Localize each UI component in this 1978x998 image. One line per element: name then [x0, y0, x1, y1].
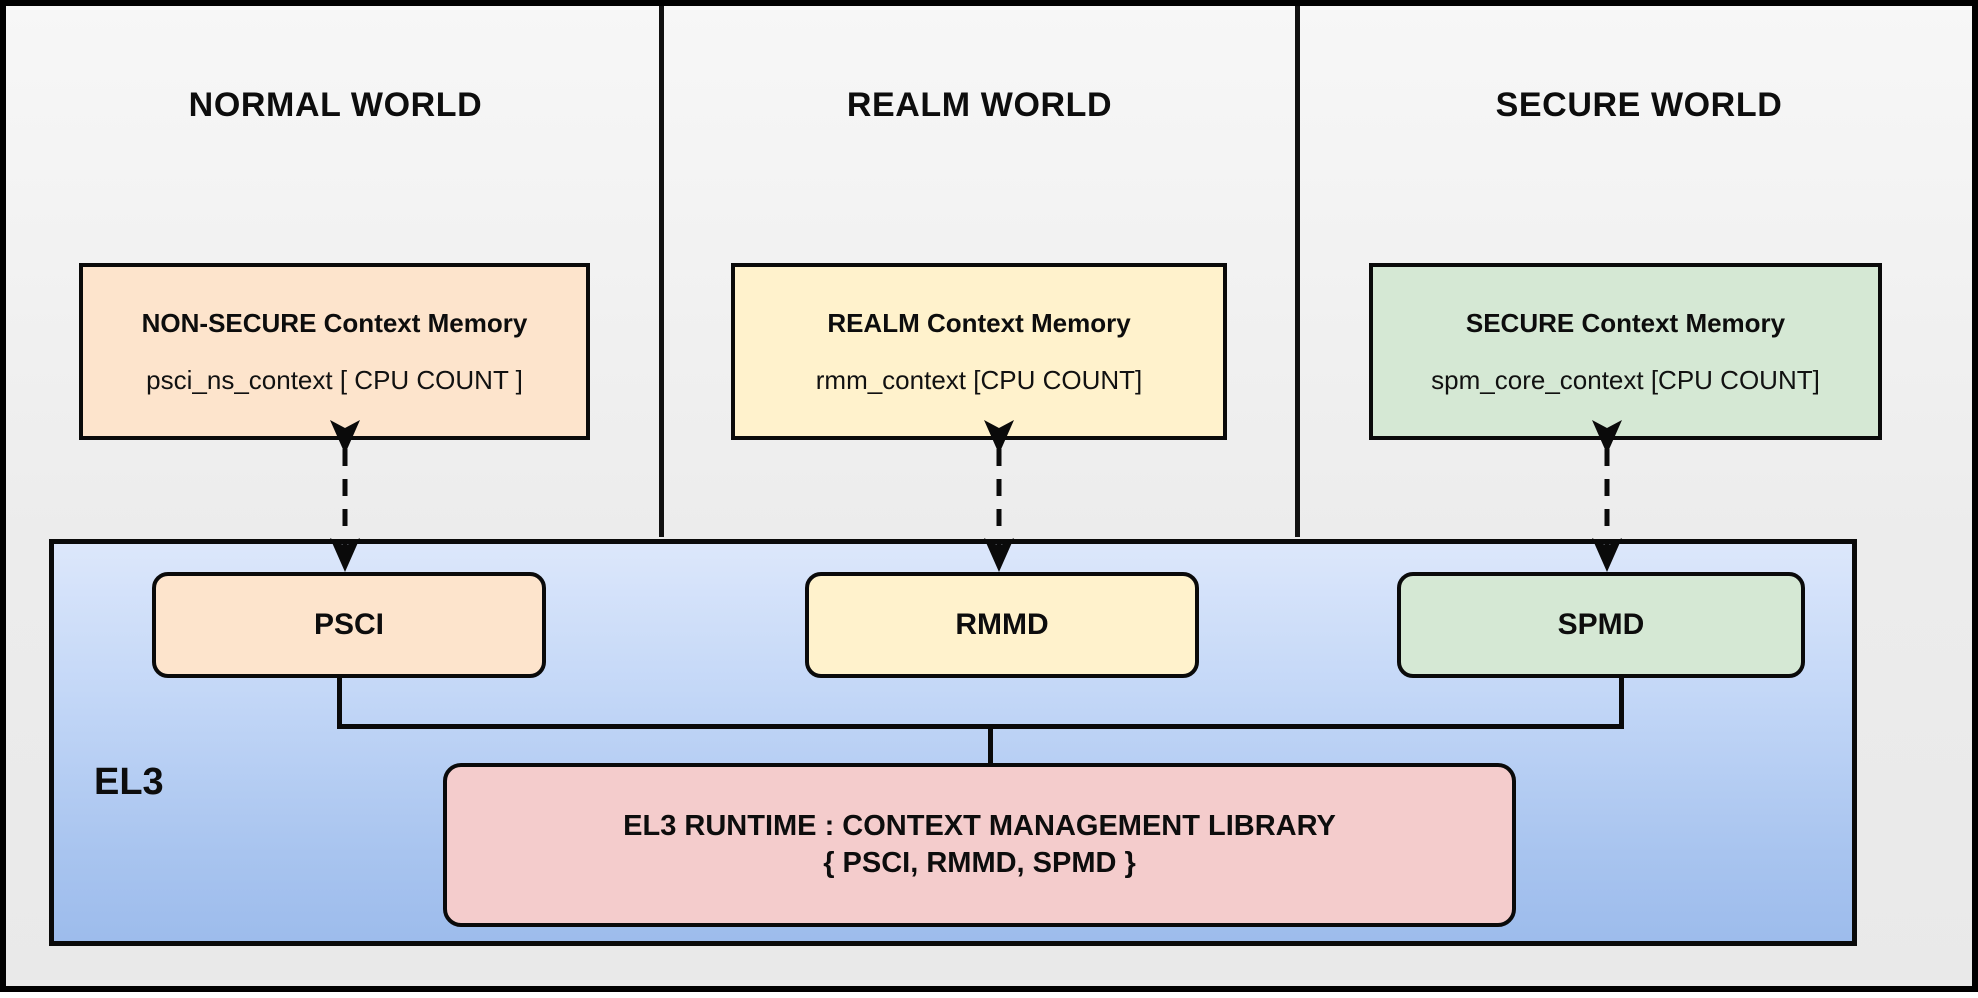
dispatcher-box-psci[interactable]: PSCI [152, 572, 546, 678]
runtime-library-box[interactable]: EL3 RUNTIME : CONTEXT MANAGEMENT LIBRARY… [443, 763, 1516, 927]
world-title-normal: NORMAL WORLD [188, 86, 483, 124]
context-memory-title-non-secure: NON-SECURE Context Memory [141, 307, 528, 338]
connector-horizontal-bus [337, 724, 1624, 729]
context-memory-title-secure: SECURE Context Memory [1465, 307, 1786, 338]
world-title-secure: SECURE WORLD [1495, 86, 1783, 124]
connector-runtime-drop [988, 724, 993, 768]
world-divider-normal-realm [659, 6, 664, 537]
context-memory-box-realm: REALM Context Memory rmm_context [CPU CO… [731, 263, 1227, 440]
context-memory-box-non-secure: NON-SECURE Context Memory psci_ns_contex… [79, 263, 590, 440]
dispatcher-box-rmmd[interactable]: RMMD [805, 572, 1199, 678]
dispatcher-box-spmd[interactable]: SPMD [1397, 572, 1805, 678]
runtime-library-line-1: EL3 RUNTIME : CONTEXT MANAGEMENT LIBRARY [623, 809, 1336, 842]
el3-label: EL3 [94, 761, 164, 803]
context-memory-subtitle-non-secure: psci_ns_context [ CPU COUNT ] [146, 364, 523, 395]
world-divider-realm-secure [1295, 6, 1300, 537]
context-memory-box-secure: SECURE Context Memory spm_core_context [… [1369, 263, 1882, 440]
connector-psci-stub [337, 676, 342, 728]
runtime-library-line-2: { PSCI, RMMD, SPMD } [823, 847, 1136, 879]
world-title-realm: REALM WORLD [846, 86, 1113, 124]
context-memory-title-realm: REALM Context Memory [827, 307, 1131, 338]
context-memory-subtitle-secure: spm_core_context [CPU COUNT] [1431, 364, 1820, 395]
connector-spmd-stub [1619, 676, 1624, 728]
context-memory-subtitle-realm: rmm_context [CPU COUNT] [815, 364, 1143, 395]
